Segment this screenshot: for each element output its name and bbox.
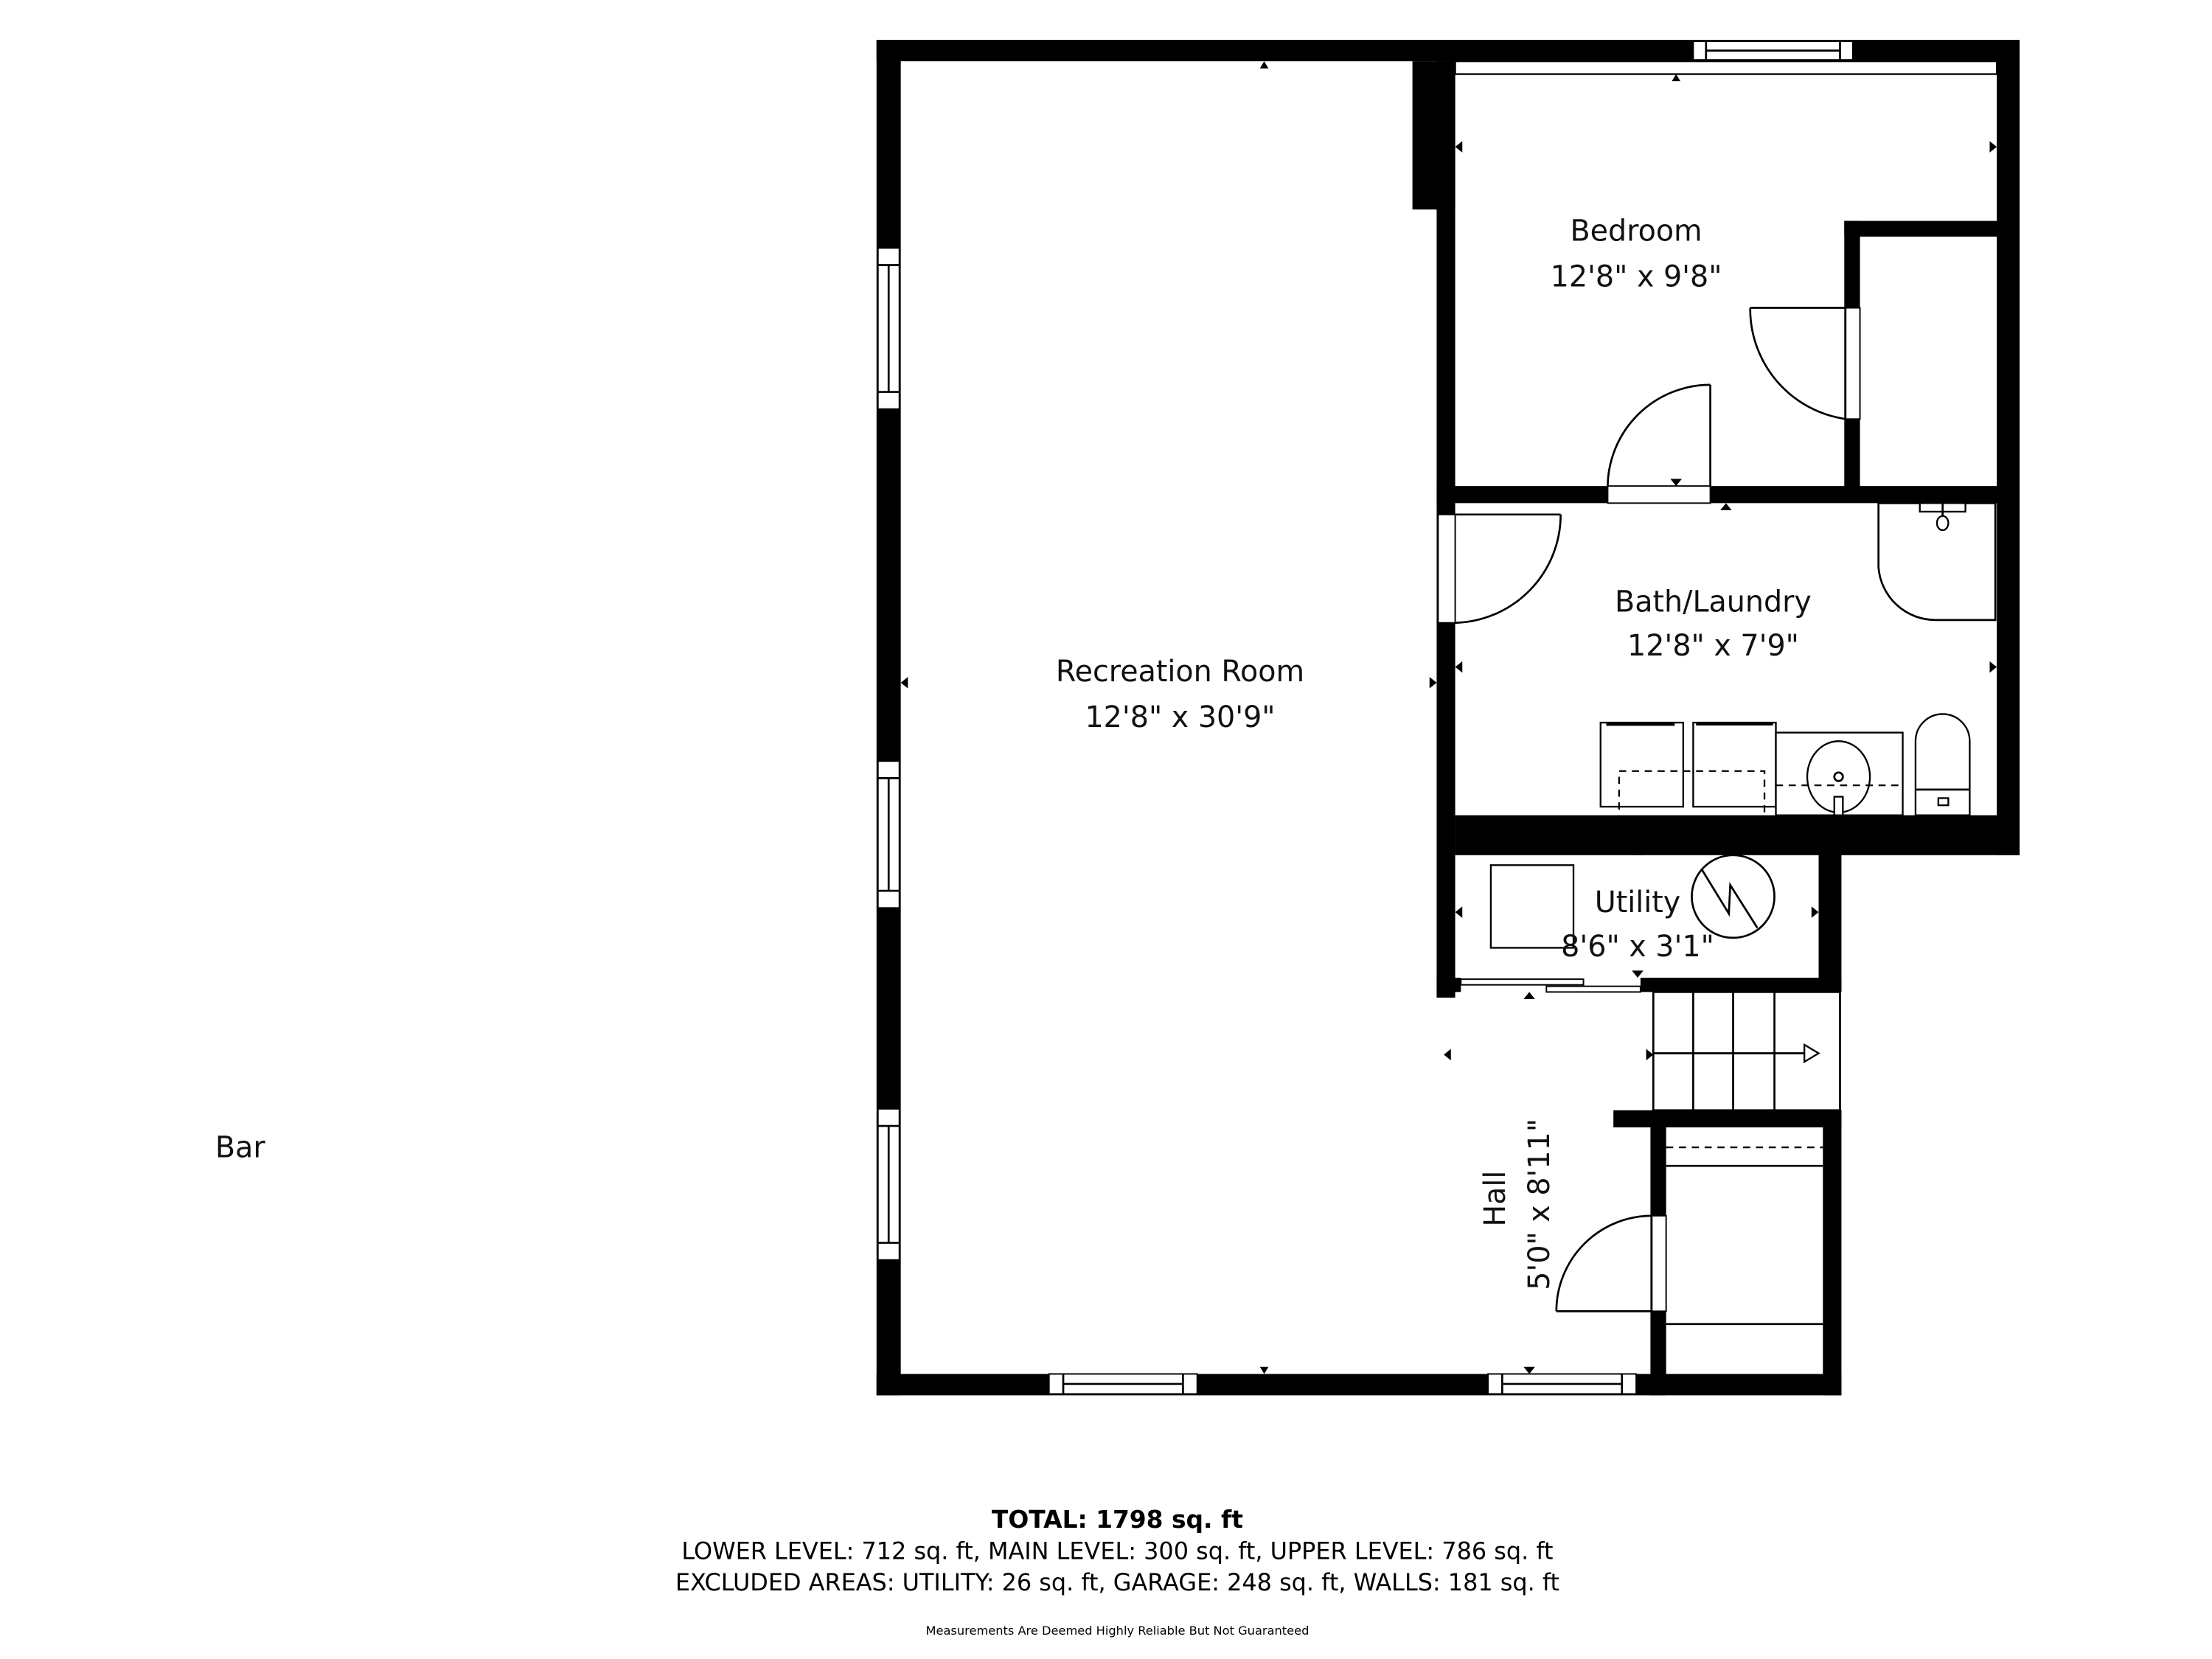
fixtures xyxy=(1489,501,1997,1326)
dimension-markers xyxy=(900,61,1997,1374)
utility-box-icon xyxy=(1489,864,1575,949)
door-bedroom xyxy=(1607,383,1711,504)
stairs-icon xyxy=(1652,991,1841,1112)
doors xyxy=(1437,307,1861,1312)
total-area: TOTAL: 1798 sq. ft xyxy=(992,1505,1243,1534)
area-summary: TOTAL: 1798 sq. ft LOWER LEVEL: 712 sq. … xyxy=(675,1505,1559,1638)
room-name: Utility xyxy=(1595,886,1681,919)
door-bedroom-closet xyxy=(1749,307,1861,420)
room-utility: Utility 8'6" x 3'1" xyxy=(1561,886,1714,964)
room-dimensions: 5'0" x 8'11" xyxy=(1523,1119,1557,1290)
room-dimensions: 12'8" x 7'9" xyxy=(1627,629,1799,663)
door-utility-sliding xyxy=(1460,978,1641,993)
door-hall-closet xyxy=(1555,1214,1667,1312)
room-dimensions: 12'8" x 9'8" xyxy=(1551,260,1722,294)
windows xyxy=(877,41,1998,1395)
dryer-icon xyxy=(1692,721,1777,808)
room-name: Bedroom xyxy=(1570,215,1702,248)
room-name: Recreation Room xyxy=(1056,655,1304,689)
room-dimensions: 8'6" x 3'1" xyxy=(1561,930,1714,964)
level-areas: LOWER LEVEL: 712 sq. ft, MAIN LEVEL: 300… xyxy=(681,1537,1553,1565)
disclaimer: Measurements Are Deemed Highly Reliable … xyxy=(926,1624,1310,1638)
walls xyxy=(876,40,2020,1396)
sink-icon xyxy=(1775,731,1904,816)
door-bath xyxy=(1437,513,1562,625)
room-hall-dimensions: 5'0" x 8'11" xyxy=(1523,1119,1557,1290)
room-name: Bath/Laundry xyxy=(1615,585,1812,619)
window-left-2 xyxy=(877,760,900,909)
washer-icon xyxy=(1599,721,1685,808)
room-recreation: Recreation Room 12'8" x 30'9" xyxy=(1056,655,1304,734)
window-left-3 xyxy=(877,1107,900,1261)
room-dimensions: 12'8" x 30'9" xyxy=(1085,700,1275,734)
window-left-1 xyxy=(877,247,900,410)
shower-icon xyxy=(1877,501,1997,622)
room-bedroom: Bedroom 12'8" x 9'8" xyxy=(1551,215,1722,294)
room-hall: Hall xyxy=(1478,1171,1512,1227)
window-bottom-2 xyxy=(1487,1373,1638,1395)
room-name: Hall xyxy=(1478,1171,1512,1227)
label-bar: Bar xyxy=(215,1131,265,1165)
electrical-icon xyxy=(1691,854,1775,939)
window-bottom-1 xyxy=(1048,1373,1198,1395)
toilet-icon xyxy=(1914,713,1971,816)
room-bath-laundry: Bath/Laundry 12'8" x 7'9" xyxy=(1615,585,1812,663)
closet-shelf xyxy=(1666,1146,1823,1326)
excluded-areas: EXCLUDED AREAS: UTILITY: 26 sq. ft, GARA… xyxy=(675,1568,1559,1596)
window-bedroom-top xyxy=(1692,41,1854,61)
